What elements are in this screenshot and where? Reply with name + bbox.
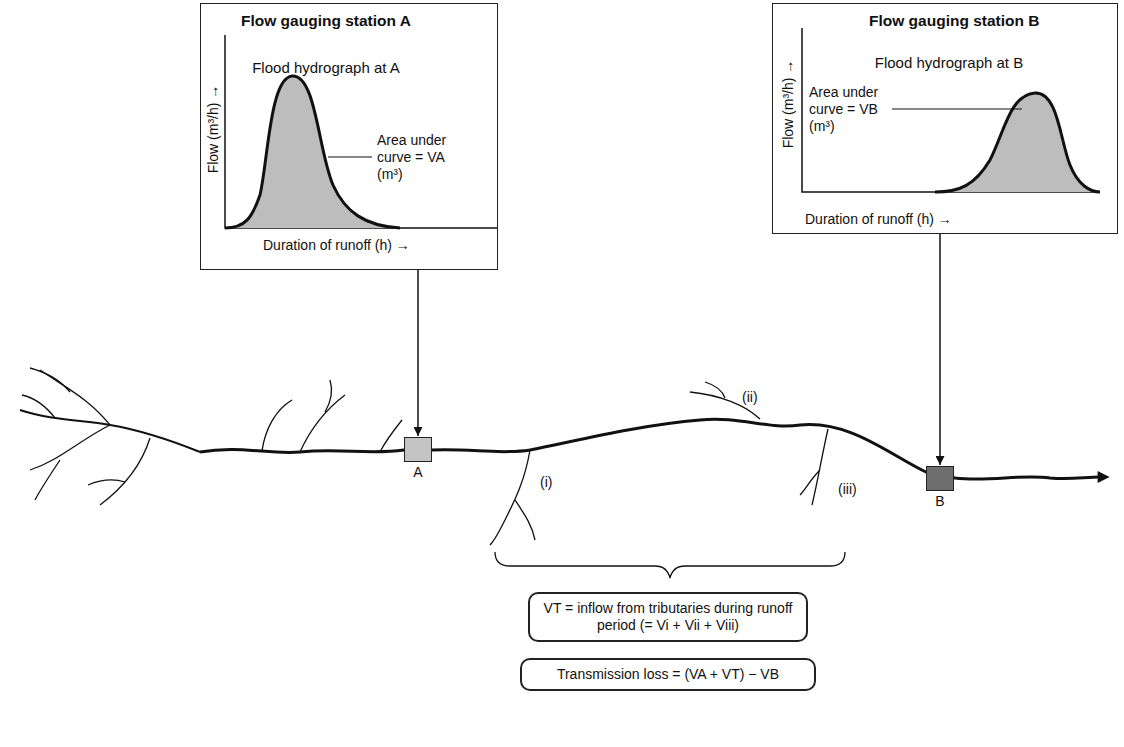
gauging-station: A <box>404 437 432 462</box>
hydrograph-curve <box>935 93 1100 192</box>
station-label: B <box>935 493 944 510</box>
upstream-tributaries <box>20 368 402 505</box>
axis-label: Duration of runoff (h) → <box>805 211 952 228</box>
gauging-panel: Flow gauging station B Flood hydrograph a… <box>772 3 1118 234</box>
panel-title: Flow gauging station A <box>241 12 411 29</box>
gauging-panel: Flow gauging station A Flood hydrograph a… <box>200 3 498 270</box>
note-box: Transmission loss = (VA + VT) − VB <box>520 658 816 691</box>
tributaries <box>490 382 828 545</box>
tributary-label: (ii) <box>742 389 758 406</box>
chart-axes <box>225 35 497 228</box>
note-box: VT = inflow from tributaries during runo… <box>528 592 808 642</box>
main-river <box>200 419 1100 479</box>
bracket <box>495 552 845 578</box>
leader-line <box>328 156 372 157</box>
area-label: Area under curve = VB (m³) <box>809 84 891 135</box>
gauging-station: B <box>926 466 954 491</box>
panel-title: Flow gauging station B <box>869 12 1040 29</box>
pointer-arrow <box>417 270 419 436</box>
chart-axes <box>802 28 1100 192</box>
axis-label: Flow (m³/h) → <box>205 85 222 174</box>
axis-label: Flow (m³/h) → <box>780 60 797 149</box>
chart-title: Flood hydrograph at B <box>875 54 1023 71</box>
chart-title: Flood hydrograph at A <box>252 59 400 76</box>
leader-line <box>892 108 1022 109</box>
area-label: Area under curve = VA (m³) <box>377 132 469 183</box>
axis-label: Duration of runoff (h) → <box>263 237 410 254</box>
tributary-label: (i) <box>540 474 552 491</box>
hydrograph-curve <box>225 76 400 228</box>
pointer-arrow <box>939 234 941 465</box>
tributary-label: (iii) <box>838 481 857 498</box>
note-text: Transmission loss = (VA + VT) − VB <box>534 666 802 683</box>
note-text: VT = inflow from tributaries during runo… <box>542 600 794 634</box>
station-label: A <box>413 464 422 481</box>
